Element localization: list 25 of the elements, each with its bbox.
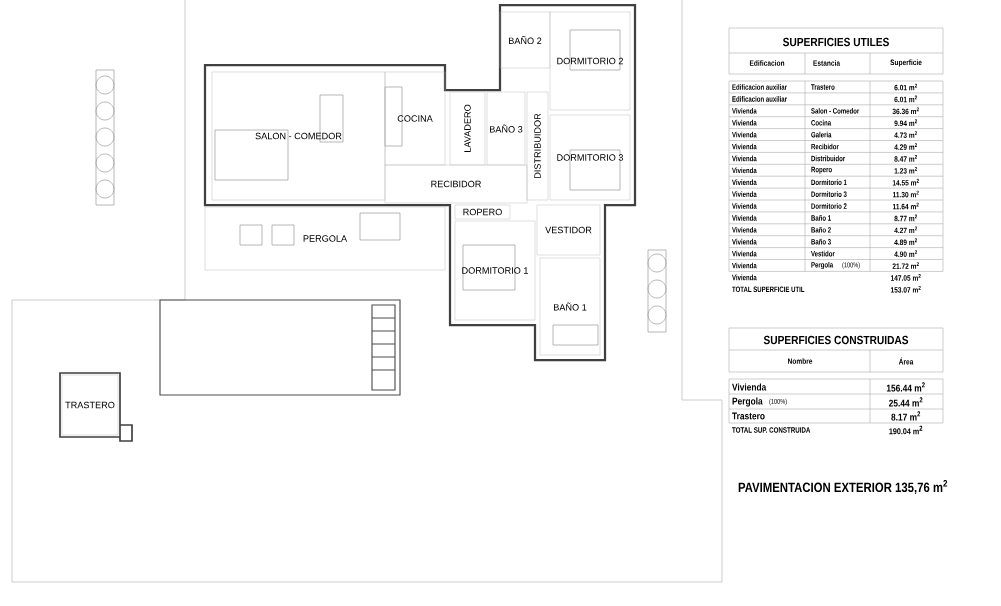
room-outline: PERGOLA xyxy=(204,206,446,271)
table-cell: 156.44 m$^{2}$ xyxy=(886,382,925,392)
room-outline: DORMITORIO 2 xyxy=(549,11,631,111)
table-cell: Pergola xyxy=(732,397,763,407)
table-cell: 8.17 m$^{2}$ xyxy=(891,411,921,421)
room-outline: ROPERO xyxy=(454,204,511,220)
table-title: SUPERFICIES CONSTRUIDAS xyxy=(763,335,909,345)
room-outline: BAÑO 3 xyxy=(486,91,526,166)
summary-text: PAVIMENTACION EXTERIOR 135,76 m$^{2}$ xyxy=(738,480,948,494)
table-cell: 190.04 m$^{2}$ xyxy=(889,425,923,435)
room-outline: BAÑO 1 xyxy=(539,257,601,356)
room-outline: DORMITORIO 3 xyxy=(549,114,631,201)
room-outline: LAVADERO xyxy=(449,91,486,166)
room-outline: BAÑO 2 xyxy=(499,11,551,69)
room-outline: DORMITORIO 1 xyxy=(454,220,536,321)
room-outline: TRASTERO xyxy=(61,374,119,436)
room-outline: DISTRIBUIDOR xyxy=(526,91,549,201)
table-cell: 25.44 m$^{2}$ xyxy=(889,397,923,407)
room-outline: RECIBIDOR xyxy=(384,164,528,204)
room-outline: VESTIDOR xyxy=(536,204,601,256)
table-title: SUPERFICIES UTILES xyxy=(782,37,889,47)
table-cell: Vivienda xyxy=(732,383,767,391)
room-outline: COCINA xyxy=(384,71,446,166)
room-outline: SALON - COMEDOR xyxy=(211,71,386,201)
table-cell: Trastero xyxy=(732,412,765,420)
